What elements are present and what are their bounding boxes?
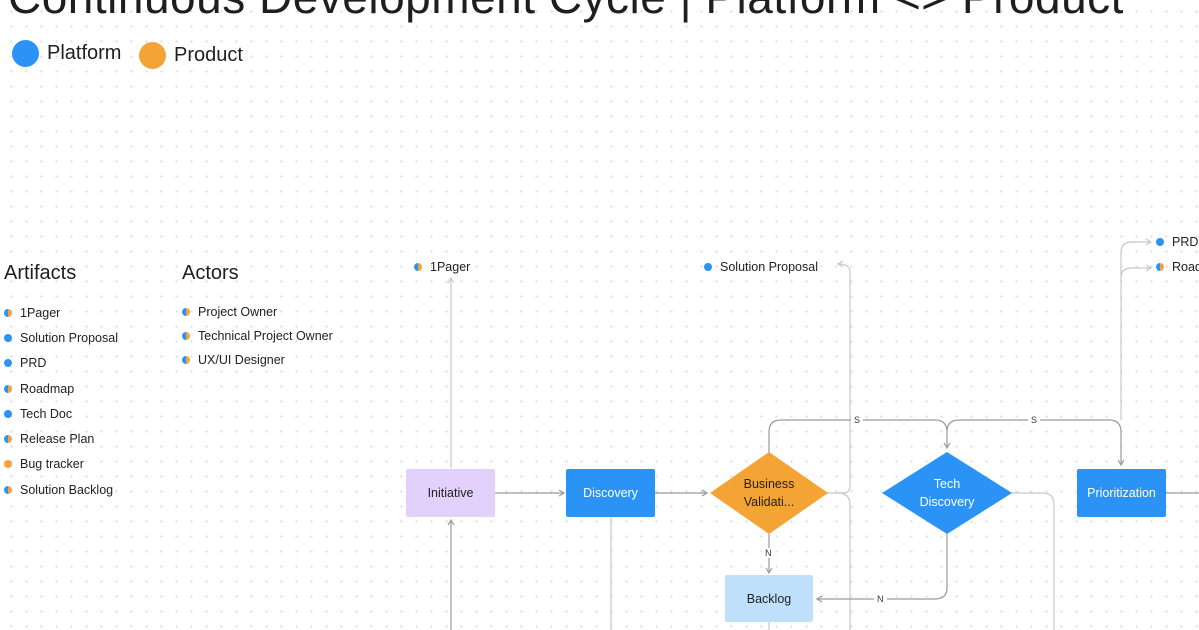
mixed-owner-dot-icon: [4, 435, 12, 444]
list-item[interactable]: Release Plan: [4, 426, 118, 451]
tech-discovery-diamond: [882, 452, 1012, 534]
list-item-label: Roadmap: [20, 381, 75, 396]
list-item-label: Technical Project Owner: [198, 329, 333, 343]
list-item[interactable]: Roadmap: [4, 376, 118, 401]
list-item-label: UX/UI Designer: [198, 353, 285, 367]
list-item-label: PRD: [20, 356, 47, 371]
mixed-owner-dot-icon: [182, 308, 190, 316]
edge-label-n: N: [874, 594, 887, 604]
business-validation-diamond: [710, 452, 828, 534]
list-item-label: Solution Proposal: [20, 330, 118, 345]
list-item-label: Solution Backlog: [20, 482, 114, 497]
platform-dot-icon: [704, 263, 712, 271]
mixed-owner-dot-icon: [182, 356, 190, 364]
edge-label-s: S: [1028, 415, 1041, 425]
edge-prioritization-to-road: [1120, 264, 1153, 279]
actors-heading: Actors: [182, 262, 239, 284]
edge-label-n: N: [762, 548, 775, 558]
legend-item-platform: Platform: [12, 40, 121, 67]
legend-label: Product: [174, 44, 243, 66]
backlog-node[interactable]: Backlog: [725, 575, 813, 622]
edge-tech-to-prioritization-s: [946, 419, 1125, 467]
artifacts-list: 1Pager Solution Proposal PRD Roadmap Tec…: [4, 300, 118, 502]
list-item-label: Release Plan: [20, 432, 95, 447]
list-item[interactable]: PRD: [4, 351, 118, 376]
list-item-label: Bug tracker: [20, 457, 84, 472]
annotation-1pager: 1Pager: [414, 260, 470, 274]
platform-dot-icon: [4, 409, 12, 418]
platform-color-swatch: [12, 40, 39, 67]
annotation-label: 1Pager: [430, 260, 471, 274]
page-title: Continuous Development Cycle | Platform …: [8, 0, 1124, 24]
list-item[interactable]: 1Pager: [4, 300, 118, 325]
list-item-label: Project Owner: [198, 305, 278, 319]
list-item[interactable]: Solution Proposal: [4, 325, 118, 350]
annotation-solution-proposal: Solution Proposal: [704, 260, 818, 274]
platform-dot-icon: [4, 359, 12, 368]
node-label-line: Validati...: [743, 495, 795, 509]
legend-item-product: Product: [139, 42, 243, 69]
list-item-label: 1Pager: [20, 305, 61, 320]
annotation-prd: PRD: [1156, 235, 1198, 249]
mixed-owner-dot-icon: [182, 332, 190, 340]
mixed-owner-dot-icon: [4, 384, 12, 393]
edge-prioritization-to-prd: [1120, 238, 1153, 420]
list-item[interactable]: UX/UI Designer: [182, 348, 333, 372]
node-label-line: Tech: [933, 477, 961, 491]
business-validation-node[interactable]: Business Validati...: [720, 474, 818, 512]
tech-discovery-node[interactable]: Tech Discovery: [897, 474, 997, 512]
artifacts-heading: Artifacts: [4, 262, 77, 284]
annotation-roadmap: Road: [1156, 260, 1199, 274]
node-label-line: Business: [743, 477, 795, 491]
list-item[interactable]: Bug tracker: [4, 452, 118, 477]
list-item-label: Tech Doc: [20, 406, 73, 421]
mixed-owner-dot-icon: [414, 263, 422, 271]
actors-list: Project Owner Technical Project Owner UX…: [182, 300, 333, 372]
list-item[interactable]: Tech Doc: [4, 401, 118, 426]
annotation-label: Road: [1172, 260, 1199, 274]
legend-label: Platform: [47, 42, 122, 64]
edge-label-s: S: [851, 415, 864, 425]
annotation-label: PRD: [1172, 235, 1199, 249]
annotation-label: Solution Proposal: [720, 260, 818, 274]
edge-tech-right: [1011, 492, 1055, 630]
list-item[interactable]: Solution Backlog: [4, 477, 118, 502]
edge-tech-to-backlog: [815, 534, 948, 603]
product-dot-icon: [4, 460, 12, 469]
node-label-line: Discovery: [919, 495, 975, 509]
mixed-owner-dot-icon: [4, 308, 12, 317]
mixed-owner-dot-icon: [1156, 263, 1164, 271]
initiative-node[interactable]: Initiative: [406, 469, 495, 517]
platform-dot-icon: [4, 333, 12, 342]
mixed-owner-dot-icon: [4, 485, 12, 494]
prioritization-node[interactable]: Prioritization: [1077, 469, 1166, 517]
list-item[interactable]: Technical Project Owner: [182, 324, 333, 348]
discovery-node[interactable]: Discovery: [566, 469, 655, 517]
edge-validation-to-proposal: [827, 260, 851, 494]
product-color-swatch: [139, 42, 166, 69]
platform-dot-icon: [1156, 238, 1164, 246]
edge-validation-down: [837, 492, 851, 630]
list-item[interactable]: Project Owner: [182, 300, 333, 324]
